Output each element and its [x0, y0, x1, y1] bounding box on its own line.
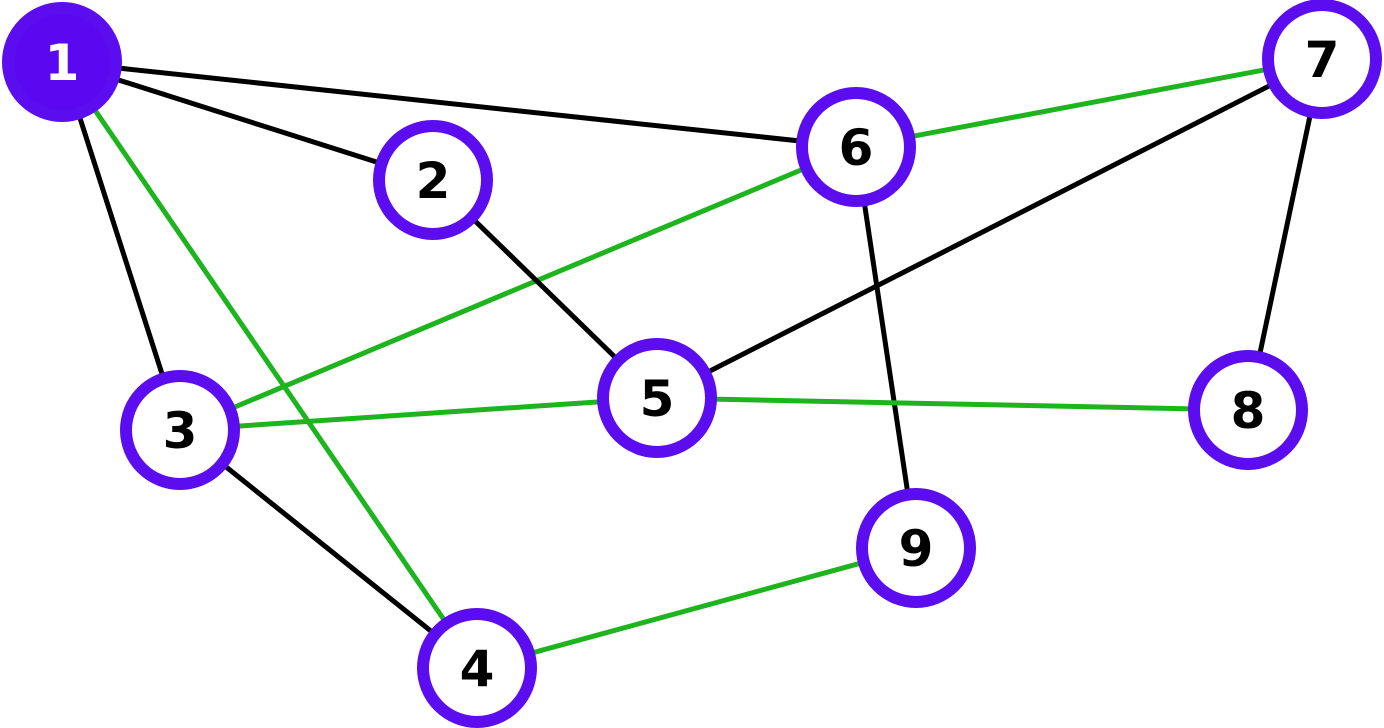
- graph-node-3[interactable]: 3: [120, 370, 240, 490]
- edge-1-2: [61, 59, 434, 183]
- graph-node-4[interactable]: 4: [417, 608, 537, 728]
- node-label: 7: [1305, 31, 1340, 89]
- node-circle: [1188, 350, 1308, 470]
- edge-4-9: [476, 545, 917, 671]
- edge-5-8: [656, 395, 1249, 413]
- edge-3-6: [179, 144, 857, 433]
- node-circle: [796, 87, 916, 207]
- node-circle: [120, 370, 240, 490]
- node-circle: [856, 488, 976, 608]
- graph-node-7[interactable]: 7: [1262, 0, 1382, 119]
- node-label: 9: [899, 520, 934, 578]
- edge-6-7: [855, 56, 1323, 150]
- node-label: 2: [416, 152, 451, 210]
- node-circle: [373, 120, 493, 240]
- edge-1-6: [61, 59, 857, 150]
- graph-node-1[interactable]: 1: [2, 2, 122, 122]
- edge-1-4: [59, 60, 480, 670]
- node-label: 1: [45, 34, 80, 92]
- edge-1-3: [59, 61, 183, 431]
- edge-3-5: [179, 395, 658, 433]
- node-label: 5: [640, 370, 675, 428]
- node-circle: [1262, 0, 1382, 119]
- edge-6-9: [853, 146, 919, 549]
- graph-node-8[interactable]: 8: [1188, 350, 1308, 470]
- node-label: 3: [163, 402, 198, 460]
- graph-node-2[interactable]: 2: [373, 120, 493, 240]
- edge-3-4: [178, 428, 479, 670]
- node-label: 8: [1231, 382, 1266, 440]
- graph-node-6[interactable]: 6: [796, 87, 916, 207]
- edge-5-7: [655, 56, 1324, 401]
- node-label: 6: [839, 119, 874, 177]
- graph-node-9[interactable]: 9: [856, 488, 976, 608]
- node-circle: [417, 608, 537, 728]
- node-label: 4: [460, 640, 495, 698]
- graph-node-5[interactable]: 5: [597, 338, 717, 458]
- node-circle: [597, 338, 717, 458]
- node-circle: [2, 2, 122, 122]
